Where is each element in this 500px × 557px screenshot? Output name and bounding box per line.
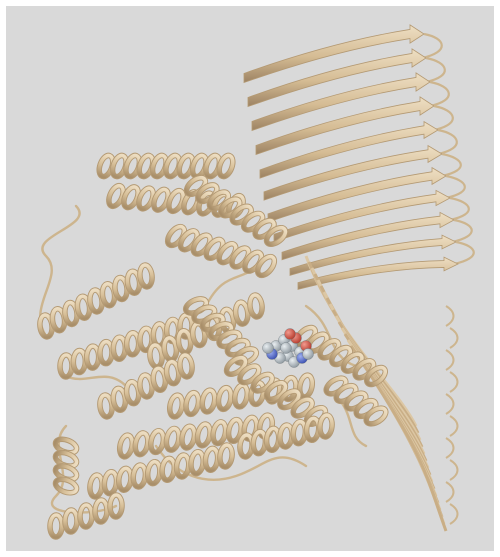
solenoid-turn xyxy=(450,460,458,480)
alpha-helix xyxy=(50,495,123,537)
solenoid-turn xyxy=(450,328,458,348)
turn-loop xyxy=(426,58,445,82)
turn-loop xyxy=(438,130,457,154)
solenoid-turn xyxy=(446,482,454,502)
alpha-helix xyxy=(60,315,193,377)
ligand-atom xyxy=(285,329,296,340)
turn-loop xyxy=(446,176,465,198)
alpha-helix xyxy=(39,264,153,337)
ligand-molecule[interactable] xyxy=(263,329,314,368)
solenoid-turn xyxy=(446,306,454,326)
solenoid-turn xyxy=(450,372,458,392)
solenoid-strand xyxy=(348,340,444,524)
ligand-atom xyxy=(281,343,292,354)
solenoid-turn xyxy=(450,416,458,436)
beta-strand-sheet xyxy=(244,25,474,531)
alpha-helix xyxy=(164,224,277,279)
turn-loop xyxy=(430,82,449,106)
solenoid-turn xyxy=(446,438,454,458)
ligand-atom xyxy=(303,349,314,360)
turn-loop xyxy=(452,220,472,242)
turn-loop xyxy=(454,242,474,264)
ligand-atom xyxy=(263,343,274,354)
molecular-viewport[interactable] xyxy=(6,6,494,551)
turn-loop xyxy=(450,198,469,220)
solenoid-turn xyxy=(446,350,454,370)
protein-structure-scene[interactable] xyxy=(6,6,494,551)
solenoid-turn xyxy=(446,394,454,414)
solenoid-turn xyxy=(450,504,458,524)
turn-loop xyxy=(434,106,453,130)
alpha-helix xyxy=(54,437,79,496)
alpha-helix xyxy=(97,154,236,179)
turn-loop xyxy=(442,154,461,176)
turn-loop xyxy=(422,34,442,58)
loop-coil xyxy=(66,376,126,386)
